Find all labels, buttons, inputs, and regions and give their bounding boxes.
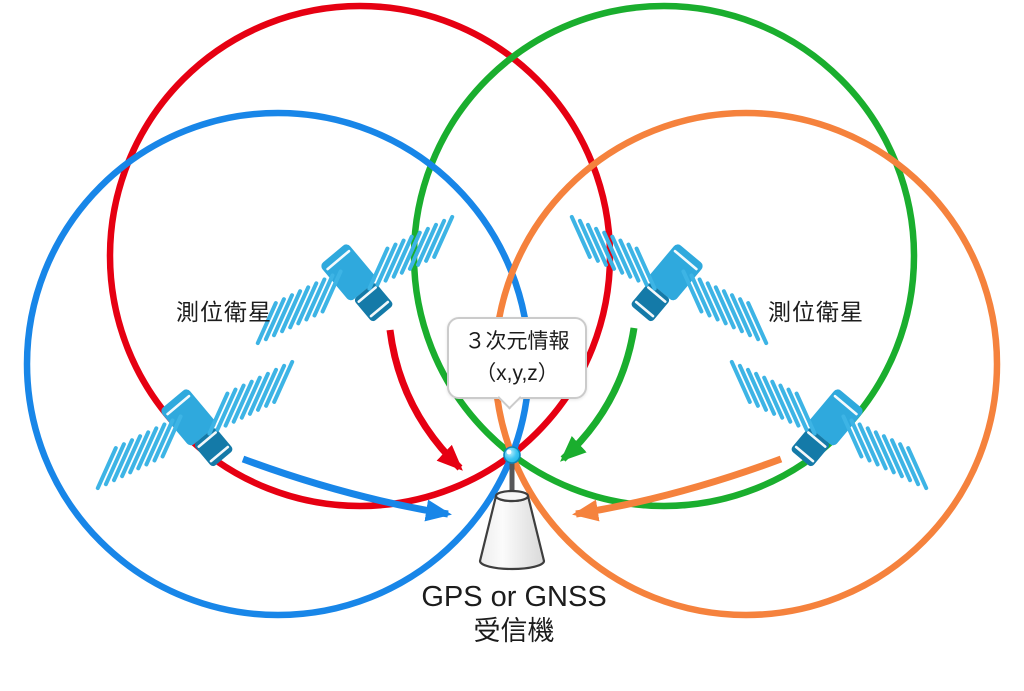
receiver-cone-icon [478, 494, 546, 571]
satellite-label-left: 測位衛星 [176, 299, 272, 325]
signal-arrow-orange [572, 455, 783, 522]
receiver-cone-top [494, 489, 530, 503]
info-callout-line1: ３次元情報 [464, 330, 570, 353]
signal-arrow-blue [241, 455, 452, 522]
position-fix-highlight [506, 449, 512, 455]
info-callout: ３次元情報 （x,y,z） [447, 317, 587, 410]
position-fix-point [503, 446, 521, 464]
satellite-label-right: 測位衛星 [768, 299, 864, 325]
signal-arrow-red [386, 329, 463, 471]
receiver-label-line1: GPS or GNSS [421, 581, 607, 613]
signal-arrow-green [560, 327, 638, 462]
receiver-label-line2: 受信機 [473, 616, 555, 647]
receiver-label: GPS or GNSS 受信機 [374, 580, 654, 648]
info-callout-line2: （x,y,z） [475, 361, 559, 385]
